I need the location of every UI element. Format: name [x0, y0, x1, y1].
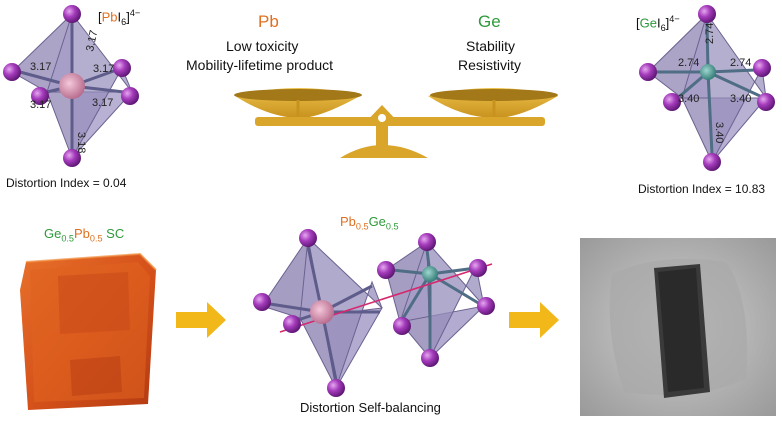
iodine-atom — [283, 315, 301, 333]
iodine-atom — [753, 59, 771, 77]
iodine-atom — [477, 297, 495, 315]
arrow-right-icon — [509, 302, 559, 338]
mixed-element-1: Pb — [340, 214, 356, 229]
pb-bond-label-6: 3.18 — [75, 132, 87, 153]
iodine-atom — [253, 293, 271, 311]
balance-left-line-1: Low toxicity — [226, 38, 299, 54]
pb-center-atom — [59, 73, 85, 99]
pb-bond-label-5: 3.17 — [92, 97, 113, 109]
iodine-atom — [698, 5, 716, 23]
mixed-subscript-2: 0.5 — [385, 221, 399, 232]
iodine-atom — [121, 87, 139, 105]
distortion-self-balancing-caption: Distortion Self-balancing — [300, 400, 441, 415]
single-crystal-label: Ge0.5Pb0.5 SC — [44, 226, 124, 244]
formula-element: Ge — [639, 15, 657, 31]
pb-bond-label-1: 3.17 — [84, 29, 100, 52]
iodine-atom — [418, 233, 436, 251]
sc-subscript-1: 0.5 — [61, 233, 74, 244]
formula-close-bracket: ] — [126, 9, 130, 25]
iodine-atom — [63, 5, 81, 23]
pb-bond-label-2: 3.17 — [30, 61, 51, 73]
formula-halide-count: 6 — [121, 16, 127, 27]
balance-left-title: Pb — [258, 12, 279, 31]
formula-open-bracket: [ — [636, 15, 640, 31]
pb-distortion-index: Distortion Index = 0.04 — [6, 176, 127, 190]
ge-center-atom — [422, 266, 438, 282]
formula-charge: 4− — [669, 14, 680, 24]
balance-scale — [234, 88, 558, 158]
pb-octahedron-formula: [PbI6]4− — [98, 8, 140, 27]
ge-bond-label-3: 3.40 — [678, 93, 699, 105]
arrow-right-icon — [176, 302, 226, 338]
formula-halide-count: 6 — [660, 22, 666, 33]
ge-bond-label-5: 3.40 — [713, 122, 725, 143]
iodine-atom — [663, 93, 681, 111]
pb-octahedron — [3, 5, 139, 167]
pb-bond-label-4: 3.17 — [30, 99, 51, 111]
ge-center-atom — [700, 64, 716, 80]
mixed-formula-label: Pb0.5Ge0.5 — [340, 214, 399, 232]
iodine-atom — [757, 93, 775, 111]
xray-image — [580, 238, 776, 416]
pb-bond-label-3: 3.17 — [93, 63, 114, 75]
sc-suffix: SC — [102, 226, 125, 241]
formula-close-bracket: ] — [665, 15, 670, 31]
pb-center-atom — [310, 300, 334, 324]
iodine-atom — [63, 149, 81, 167]
iodine-atom — [31, 87, 49, 105]
sc-element-2: Pb — [74, 226, 90, 241]
ge-octahedron-formula: [GeI6]4− — [636, 14, 680, 33]
iodine-atom — [299, 229, 317, 247]
ge-distortion-index: Distortion Index = 10.83 — [638, 182, 766, 196]
formula-open-bracket: [ — [98, 9, 102, 25]
ge-bond-label-6: 2.74 — [704, 23, 716, 44]
single-crystal-photo — [20, 252, 157, 410]
mixed-subscript-1: 0.5 — [355, 221, 369, 232]
ge-octahedron — [639, 5, 775, 171]
balance-right-line-1: Stability — [466, 38, 516, 54]
iodine-atom — [421, 349, 439, 367]
iodine-atom — [327, 379, 345, 397]
iodine-atom — [3, 63, 21, 81]
sc-element-1: Ge — [44, 226, 62, 241]
iodine-atom — [377, 261, 395, 279]
iodine-atom — [113, 59, 131, 77]
mixed-octahedra — [253, 229, 495, 397]
formula-charge: 4− — [129, 8, 141, 18]
sc-subscript-2: 0.5 — [89, 233, 103, 244]
iodine-atom — [639, 63, 657, 81]
formula-element: Pb — [101, 9, 118, 25]
iodine-atom — [393, 317, 411, 335]
mixed-element-2: Ge — [368, 214, 386, 229]
formula-halide: I — [117, 9, 122, 25]
formula-halide: I — [656, 15, 661, 31]
iodine-atom — [703, 153, 721, 171]
balance-left-line-2: Mobility-lifetime product — [186, 57, 334, 73]
balance-right-line-2: Resistivity — [458, 57, 522, 73]
ge-bond-label-2: 2.74 — [730, 57, 751, 69]
iodine-atom — [469, 259, 487, 277]
balance-right-title: Ge — [478, 12, 501, 31]
ge-bond-label-1: 2.74 — [678, 57, 699, 69]
ge-bond-label-4: 3.40 — [730, 93, 751, 105]
